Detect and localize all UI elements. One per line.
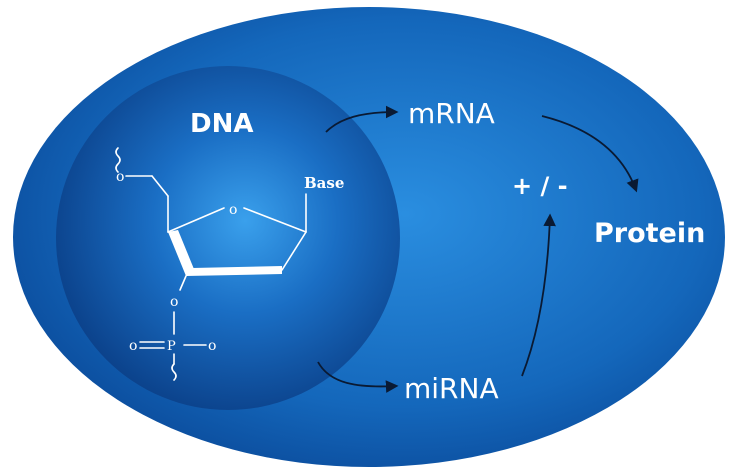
bond-ch2-c4	[151, 175, 169, 197]
top-oxygen-label: o	[116, 169, 124, 185]
phosphate-right-oxygen-label: o	[208, 338, 216, 354]
bond-o-c1	[243, 207, 307, 233]
ring-edge-front	[186, 266, 282, 276]
phosphate-left-oxygen-label: o	[129, 338, 137, 354]
arrow-mrna-to-protein	[541, 115, 639, 193]
ring-oxygen-label: o	[229, 202, 237, 218]
bond-c2-c1	[281, 231, 307, 271]
protein-label: Protein	[594, 218, 705, 249]
arrow-dna-to-mrna	[325, 105, 399, 133]
mrna-label: mRNA	[408, 97, 495, 130]
ring-edge-left	[168, 230, 196, 276]
wavy-bond-top	[115, 147, 121, 173]
bond-c4-o	[167, 207, 225, 233]
mirna-label: miRNA	[404, 372, 499, 405]
phosphorus-label: P	[167, 339, 176, 354]
nucleus-circle	[56, 66, 400, 410]
nucleotide-structure	[115, 147, 307, 381]
arrow-dna-to-mirna	[317, 361, 399, 393]
bottom-oxygen-label: o	[170, 294, 178, 310]
arrow-mirna-to-regulation	[521, 213, 556, 377]
base-label: Base	[304, 174, 344, 192]
wavy-bond-bottom	[171, 363, 177, 381]
dna-label: DNA	[190, 109, 253, 139]
bond-c3-o	[179, 275, 187, 291]
regulation-label: + / -	[512, 172, 568, 200]
